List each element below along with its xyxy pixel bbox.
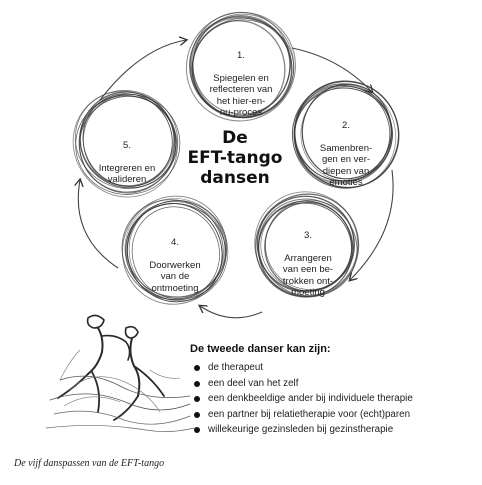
second-dancer-section: De tweede danser kan zijn: de therapeut …	[190, 343, 470, 438]
scribble-stroke	[78, 91, 176, 194]
scribble-stroke	[255, 193, 360, 298]
list-item-text: de therapeut	[208, 362, 264, 373]
cycle-arrow-1	[291, 47, 372, 92]
list-item: een denkbeeldige ander bij individuele t…	[190, 391, 470, 407]
step-1-text: Spiegelen en reflecteren van het hier-en…	[209, 72, 273, 119]
list-item: een partner bij relatietherapie voor (ec…	[190, 407, 470, 423]
scribble-stroke	[82, 93, 173, 187]
bullet-icon	[194, 427, 200, 433]
step-3-text: Arrangeren van een be- trokken ont- moet…	[282, 252, 334, 299]
step-3-number: 3.	[304, 229, 312, 241]
scribble-stroke	[125, 201, 226, 298]
scribble-stroke	[258, 198, 358, 297]
step-2-text: Samenbren- gen en ver- diepen van emotie…	[319, 142, 373, 189]
list-item-text: een denkbeeldige ander bij individuele t…	[208, 393, 413, 404]
scribble-circles	[72, 11, 400, 305]
eft-tango-cycle-diagram: 1. Spiegelen en reflecteren van het hier…	[72, 11, 400, 319]
scribble-stroke	[74, 90, 179, 189]
dancers-illustration	[45, 314, 195, 432]
cycle-arrows	[78, 40, 394, 319]
list-item: de therapeut	[190, 360, 470, 376]
step-3-label: 3. Arrangeren van een be- trokken ont- m…	[262, 218, 354, 299]
step-2-number: 2.	[342, 119, 350, 131]
step-1-number: 1.	[237, 49, 245, 61]
bullet-icon	[194, 365, 200, 371]
scribble-stroke	[126, 200, 227, 298]
step-5-text: Integreren en valideren	[98, 162, 156, 186]
list-item-text: willekeurige gezinsleden bij gezinsthera…	[208, 424, 394, 435]
second-dancer-list: de therapeut een deel van het zelf een d…	[190, 360, 470, 438]
list-item: willekeurige gezinsleden bij gezinsthera…	[190, 422, 470, 438]
bullet-icon	[194, 411, 200, 418]
scribble-stroke	[192, 15, 291, 115]
step-4-number: 4.	[171, 236, 179, 248]
step-5-number: 5.	[123, 139, 131, 151]
scribble-stroke	[185, 11, 296, 122]
tango-dancers-sketch	[40, 310, 200, 440]
scribble-circle-step-3	[254, 191, 360, 298]
cycle-arrow-2	[350, 169, 394, 280]
scribble-stroke	[128, 200, 229, 302]
step-5-label: 5. Integreren en valideren	[82, 128, 172, 186]
second-dancer-heading: De tweede danser kan zijn:	[190, 343, 331, 355]
scribble-stroke	[300, 86, 393, 182]
scribble-circle-step-4	[121, 195, 229, 305]
scribble-circle-step-1	[185, 11, 296, 122]
scribble-stroke	[75, 93, 181, 195]
step-4-text: Doorwerken van de ontmoeting	[149, 259, 201, 294]
bullet-icon	[194, 396, 200, 402]
scribble-stroke	[79, 91, 175, 187]
scribble-circle-step-5	[72, 90, 181, 198]
scribble-stroke	[293, 83, 397, 189]
scribble-stroke	[256, 195, 355, 292]
list-item-text: een deel van het zelf	[208, 377, 299, 389]
cycle-diagram-canvas	[72, 11, 400, 319]
scribble-circle-step-2	[291, 80, 400, 189]
scribble-stroke	[301, 83, 392, 180]
list-item: een deel van het zelf	[190, 376, 470, 392]
step-4-label: 4. Doorwerken van de ontmoeting	[130, 225, 220, 294]
center-title: De EFT-tango dansen	[187, 128, 283, 188]
list-item-text: een partner bij relatietherapie voor (ec…	[208, 408, 411, 420]
cycle-arrow-3	[200, 306, 263, 319]
figure-caption: De vijf danspassen van de EFT-tango	[14, 458, 165, 469]
step-1-label: 1. Spiegelen en reflecteren van het hier…	[186, 38, 296, 119]
scribble-stroke	[122, 195, 228, 305]
bullet-icon	[194, 380, 200, 387]
step-2-label: 2. Samenbren- gen en ver- diepen van emo…	[296, 108, 396, 189]
scribble-stroke	[294, 84, 391, 182]
cycle-arrow-5	[99, 40, 186, 101]
cycle-arrow-4	[78, 180, 119, 269]
scribble-stroke	[131, 206, 220, 299]
